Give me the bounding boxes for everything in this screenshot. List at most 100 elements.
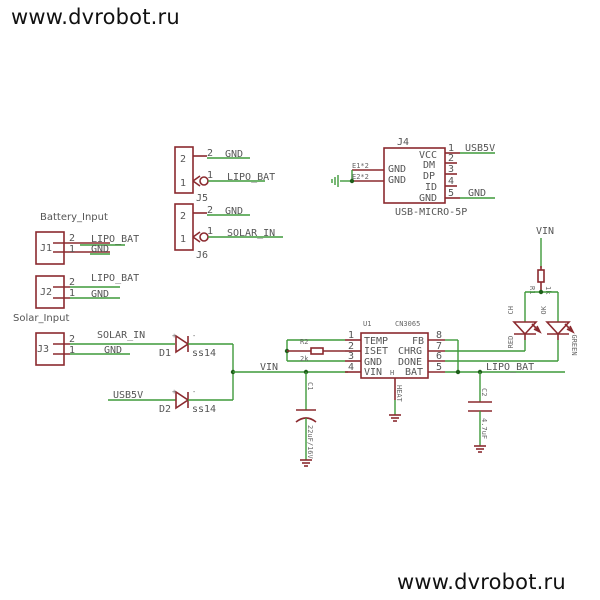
connector-j2: J2 2 1 LIPO_BAT GND <box>35 273 139 309</box>
connector-j6-pin1-label: 1 <box>207 226 213 237</box>
diode-d2-name: D2 <box>159 404 171 415</box>
connector-j3: J3 2 1 SOLAR_IN GND <box>35 330 175 366</box>
net-label-vin: VIN <box>260 362 278 373</box>
net-label-gnd: GND <box>91 289 109 300</box>
ic-part: CN3065 <box>395 320 420 328</box>
net-label-gnd: GND <box>104 345 122 356</box>
ic-pin-num: 6 <box>436 351 442 362</box>
connector-j6-pin1-num: 1 <box>180 234 186 245</box>
ic-pin-fb: FB <box>412 336 424 347</box>
ic-pin-iset: ISET <box>364 346 388 357</box>
led-icon <box>545 321 571 336</box>
diode-plus: + <box>172 388 176 396</box>
junction-dot <box>538 289 544 295</box>
connector-j1-pin-num: 2 <box>69 233 75 244</box>
net-label-gnd: GND <box>225 149 243 160</box>
capacitor-c2-name: C2 <box>480 388 488 396</box>
watermark-bottom: www.dvrobot.ru <box>397 570 566 594</box>
junction-dot <box>349 178 355 184</box>
net-label-usb5v: USB5V <box>113 390 143 401</box>
ic-pin-done: DONE <box>398 357 422 368</box>
connector-j3-pin-num: 1 <box>69 345 75 356</box>
diode-d1: + - D1 ss14 <box>159 332 216 359</box>
resistor-r2-value: 2k <box>300 355 309 363</box>
resistor-r1-value: 1k <box>544 286 552 295</box>
net-label-gnd: GND <box>225 206 243 217</box>
ic-pin-num: 4 <box>348 362 354 373</box>
diode-plus: + <box>172 332 176 340</box>
latch-arrow-icon <box>192 175 201 187</box>
ic-pin-num: 7 <box>436 341 442 352</box>
diode-icon <box>175 390 190 410</box>
ic-name: U1 <box>363 320 371 328</box>
usb-part-name: USB-MICRO-5P <box>395 207 467 218</box>
diode-minus: - <box>192 332 196 340</box>
connector-j3-name: J3 <box>37 344 49 355</box>
usb-pin-gnd: GND <box>419 193 437 204</box>
led-ok-color: GREEN <box>570 334 578 355</box>
ic-pin-vin: VIN <box>364 367 382 378</box>
resistor-r1-name: R1 <box>528 286 536 294</box>
usb-left-gnd2: GND <box>388 175 406 186</box>
connector-j2-name: J2 <box>40 287 52 298</box>
resistor-icon <box>310 347 324 355</box>
connector-j6: 2 1 2 GND 1 SOLAR_IN J6 <box>174 203 283 261</box>
ic-heat-label: HEAT <box>395 385 403 403</box>
usb-pin-num: 5 <box>448 188 454 199</box>
ground-icon <box>474 445 486 453</box>
net-label-gnd: GND <box>468 188 486 199</box>
connector-j3-body <box>35 332 65 366</box>
ic-pin-temp: TEMP <box>364 336 388 347</box>
connector-j5-name: J5 <box>196 193 208 204</box>
connector-j5-pin2-label: 2 <box>207 148 213 159</box>
led-ch-name: CH <box>507 306 515 314</box>
diode-d1-name: D1 <box>159 348 171 359</box>
resistor-icon <box>537 269 545 283</box>
capacitor-c2-value: 4.7uF <box>480 418 488 439</box>
net-label-usb5v: USB5V <box>465 143 495 154</box>
connector-j1-body <box>35 231 65 265</box>
ic-pin-num: 1 <box>348 330 354 341</box>
capacitor-c2: C2 4.7uF <box>468 372 492 453</box>
resistor-r2-name: R2 <box>300 338 308 346</box>
ic-pin-gnd: GND <box>364 357 382 368</box>
ic-pin-num: 8 <box>436 330 442 341</box>
net-label-lipo-bat: LIPO_BAT <box>91 234 139 245</box>
usb-pin-vcc: VCC <box>419 150 437 161</box>
connector-j6-name: J6 <box>196 250 208 261</box>
diode-minus: - <box>192 388 196 396</box>
net-label-lipo-bat: LIPO_BAT <box>227 172 275 183</box>
usb-pad-e1: E1*2 <box>352 162 369 170</box>
usb-pin-dp: DP <box>423 171 435 182</box>
net-label-gnd: GND <box>91 244 109 255</box>
ground-icon <box>331 175 339 187</box>
ic-pin-num: 5 <box>436 362 442 373</box>
connector-j3-pin-num: 2 <box>69 334 75 345</box>
capacitor-c1-name: C1 <box>306 382 314 390</box>
diode-icon <box>175 334 190 354</box>
ic-pin-num: 2 <box>348 341 354 352</box>
battery-input-label: Battery_Input <box>40 212 108 223</box>
led-ok: OK GREEN <box>540 305 578 355</box>
usb-pin-num: 3 <box>448 164 454 175</box>
ic-pin-chrg: CHRG <box>398 346 422 357</box>
connector-j6-pin2-label: 2 <box>207 205 213 216</box>
ic-pad-mark: H <box>390 369 394 377</box>
usb-pin-num: 4 <box>448 176 454 187</box>
usb-left-gnd1: GND <box>388 164 406 175</box>
led-icon <box>512 321 538 336</box>
connector-j2-pin-num: 2 <box>69 277 75 288</box>
ground-icon <box>300 459 312 467</box>
watermark-top: www.dvrobot.ru <box>11 5 180 29</box>
diode-d2: + - D2 ss14 <box>159 388 216 415</box>
usb-pin-dm: DM <box>423 160 435 171</box>
usb-name: J4 <box>397 137 409 148</box>
latch-arrow-icon <box>192 231 201 243</box>
usb-body <box>383 147 446 204</box>
resistor-r2: R2 2k <box>287 338 345 363</box>
usb-pad-e2: E2*2 <box>352 173 369 181</box>
usb-pin-num: 1 <box>448 143 454 154</box>
connector-j1: J1 2 1 LIPO_BAT GND <box>35 231 139 265</box>
led-ch-color: RED <box>507 336 515 349</box>
